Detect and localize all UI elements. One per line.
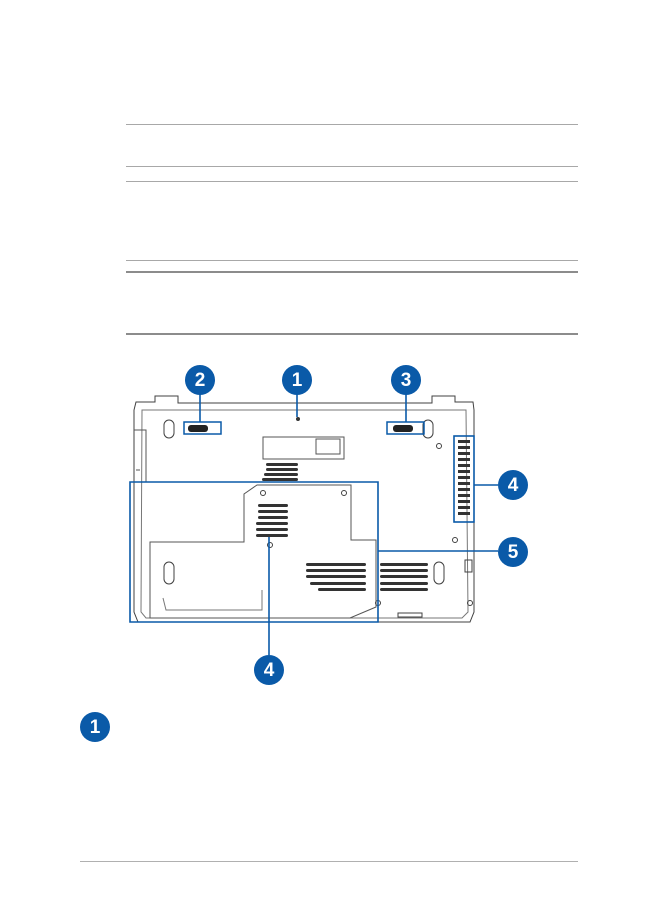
note-rule-4 (126, 260, 578, 261)
note-rule-1 (126, 124, 578, 125)
callout-badge-2: 2 (185, 365, 215, 395)
callout-badge-5: 5 (498, 537, 528, 567)
callout-badge-4-side: 4 (498, 470, 528, 500)
note-rule-3 (126, 181, 578, 182)
callout-badge-3: 3 (391, 365, 421, 395)
callout-badge-1: 1 (282, 365, 312, 395)
note-rule-6 (126, 333, 578, 335)
legend-badge-1: 1 (80, 712, 110, 742)
callout-badge-4-bottom: 4 (254, 655, 284, 685)
note-rule-2 (126, 166, 578, 167)
note-rule-5 (126, 271, 578, 273)
footer-rule (80, 861, 578, 862)
chassis-outline (133, 395, 475, 623)
